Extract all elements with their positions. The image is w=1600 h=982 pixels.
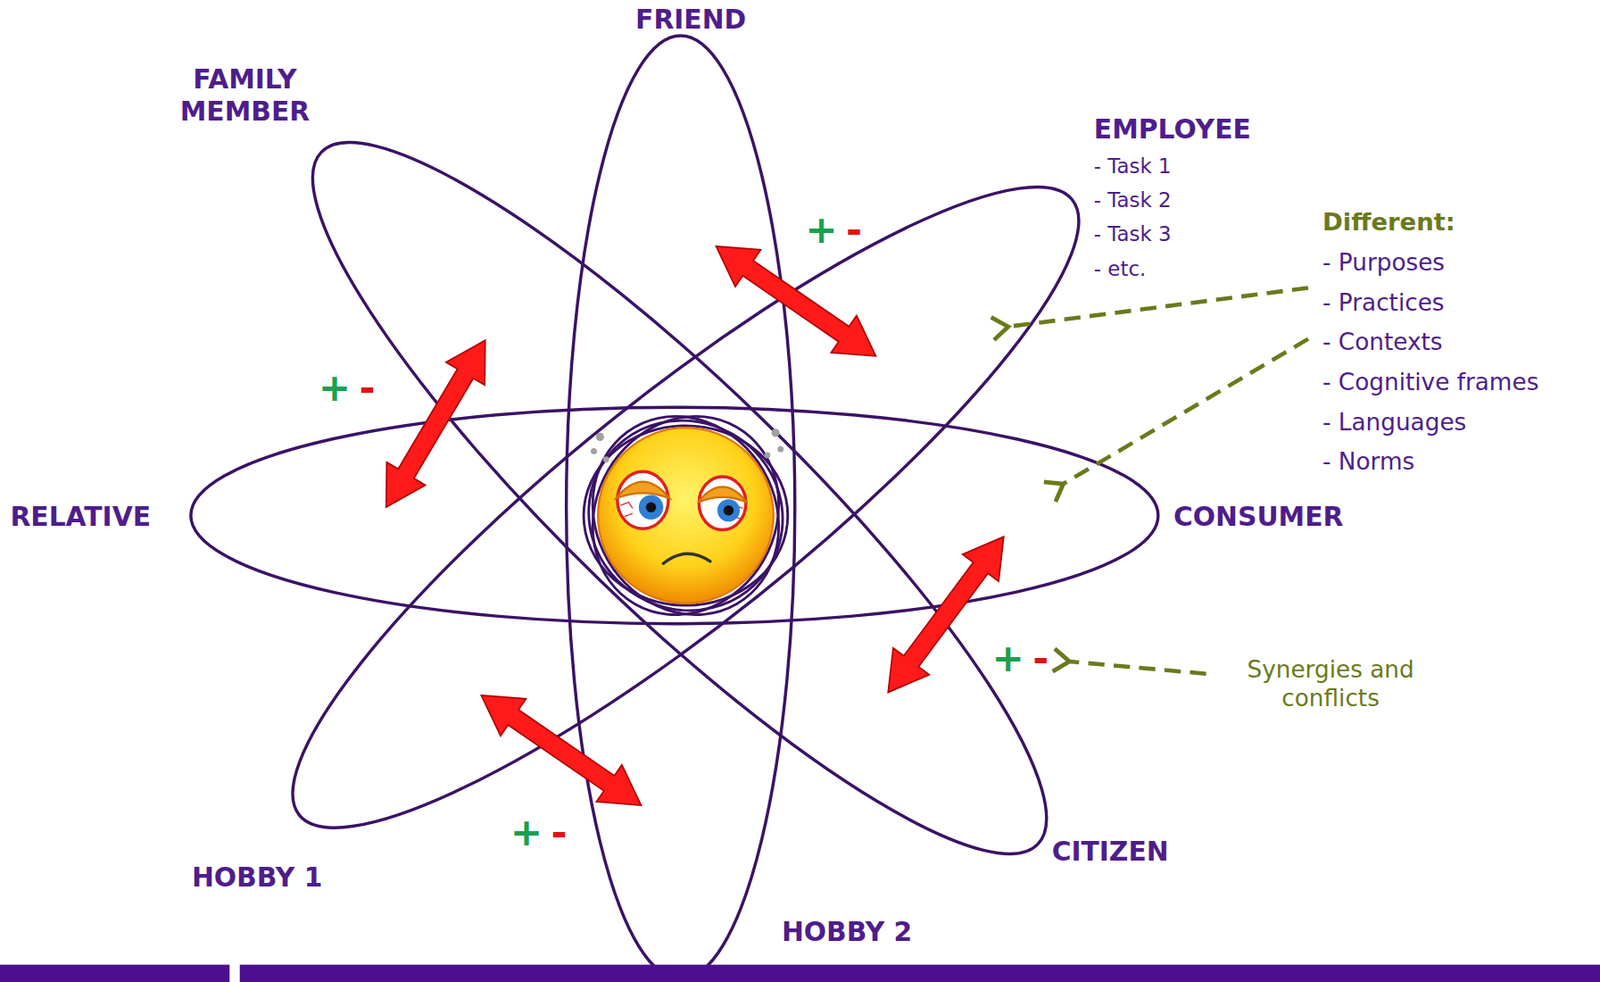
role-label: FAMILY MEMBER [153,64,338,128]
list-item: - Purposes [1322,248,1445,278]
conflict-mark: - [359,368,376,407]
role-label: FRIEND [635,4,747,37]
role-label: CITIZEN [1052,836,1169,869]
tangle-loop [556,381,815,649]
list-item: - Contexts [1322,328,1443,357]
double-arrow [366,328,505,519]
task-item: - Task 1 [1094,154,1172,179]
dot [777,446,784,453]
dot [763,452,771,459]
tangle-loop [554,384,818,646]
list-item: - Norms [1322,447,1415,477]
face-disc [597,427,774,604]
synergy-mark: + [318,368,351,407]
list-heading: Different: [1322,207,1456,238]
pupil [723,505,734,515]
pupil [646,502,656,513]
synergy-mark: + [804,210,838,249]
iris [717,498,740,522]
role-label: HOBBY 1 [191,862,323,895]
role-label: HOBBY 2 [781,915,912,948]
vein [620,502,633,509]
task-item: - Task 3 [1094,221,1172,246]
leader-arrow [1008,287,1309,326]
synergy-mark: + [991,638,1024,678]
synergy-mark: + [510,812,543,851]
dot [603,455,610,463]
leader-note: Synergies and conflicts [1218,655,1443,713]
leader-arrow [1063,339,1309,484]
role-label: CONSUMER [1173,501,1344,534]
footer-bar [0,964,230,982]
leader-lines [1008,287,1309,673]
orbit-ellipse [566,35,796,979]
conflict-mark: - [845,210,863,249]
list-item: - Cognitive frames [1322,368,1539,398]
list-item: - Practices [1322,289,1445,318]
iris [638,495,664,520]
conflict-mark: - [1032,638,1049,678]
double-arrow [703,227,889,375]
footer-bar [240,964,1600,982]
orbit-ellipse [228,110,1145,905]
eyelid [616,481,670,498]
list-item: - Languages [1322,408,1467,438]
dot [770,428,780,437]
dot [596,432,605,441]
role-label: RELATIVE [9,501,151,534]
eye-white [617,471,669,529]
tired-face [597,427,774,604]
orbit-ellipse [190,406,1159,623]
task-item: - Task 2 [1094,187,1172,212]
task-item: - etc. [1094,256,1146,281]
eye-white [698,476,747,530]
double-arrow [870,522,1022,705]
tangle-loop [556,381,815,649]
role-label: EMPLOYEE [1094,113,1252,146]
orbit-group [190,35,1159,979]
tangle-loops [554,381,818,649]
dot [590,447,597,455]
orbit-ellipse [241,69,1118,927]
tension-arrows [366,227,1022,824]
conflict-mark: - [550,812,567,851]
vein [624,513,633,516]
double-arrow [468,676,655,824]
mouth [663,553,711,564]
leader-arrow [1069,661,1206,674]
eyelid [697,486,747,502]
